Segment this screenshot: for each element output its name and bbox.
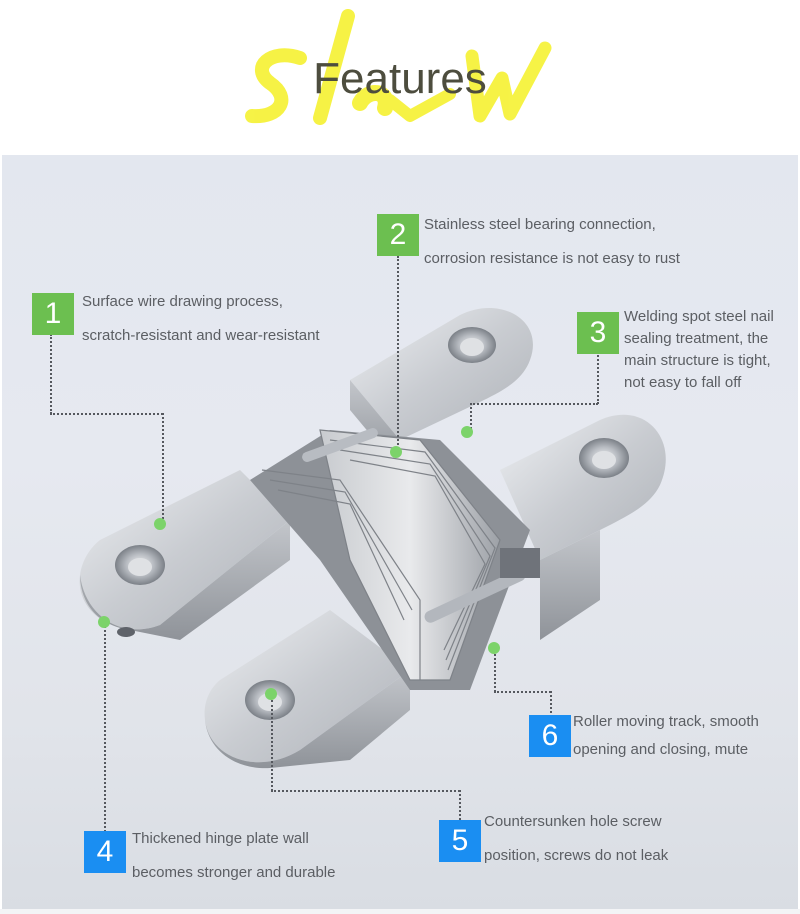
marker-dot-2 (390, 446, 402, 458)
feature-5-line-1: Countersunken hole screw (484, 813, 662, 830)
feature-2-line-2: corrosion resistance is not easy to rust (424, 250, 680, 267)
hinge-plate-bottom (204, 610, 410, 769)
leader-line-1 (162, 413, 164, 523)
feature-badge-5: 5 (439, 820, 481, 862)
leader-line-2 (397, 256, 399, 452)
feature-3-line-4: not easy to fall off (624, 374, 742, 391)
leader-line-5 (271, 790, 460, 792)
feature-description-3: Welding spot steel nail sealing treatmen… (624, 306, 774, 394)
leader-line-1 (50, 334, 52, 414)
leader-line-6 (494, 650, 496, 692)
header: Features (0, 0, 800, 155)
feature-description-1: Surface wire drawing process, scratch-re… (82, 285, 320, 353)
leader-line-5 (459, 790, 461, 820)
feature-3-line-3: main structure is tight, (624, 352, 771, 369)
marker-dot-1 (154, 518, 166, 530)
leader-line-5 (271, 700, 273, 791)
page-title: Features (313, 54, 487, 103)
feature-description-4: Thickened hinge plate wall becomes stron… (132, 822, 335, 890)
title-area: Features (240, 8, 560, 138)
hinge-plate-right (500, 414, 666, 640)
feature-3-line-1: Welding spot steel nail (624, 308, 774, 325)
marker-dot-6 (488, 642, 500, 654)
feature-2-line-1: Stainless steel bearing connection, (424, 216, 656, 233)
leader-line-6 (494, 691, 551, 693)
leader-line-3 (597, 352, 599, 404)
feature-4-line-1: Thickened hinge plate wall (132, 830, 309, 847)
feature-badge-1: 1 (32, 293, 74, 335)
feature-description-2: Stainless steel bearing connection, corr… (424, 208, 680, 276)
feature-badge-3: 3 (577, 312, 619, 354)
panel-bottom-strip (0, 909, 800, 914)
leader-line-6 (550, 691, 552, 713)
feature-badge-2: 2 (377, 214, 419, 256)
feature-6-line-2: opening and closing, mute (573, 741, 749, 758)
feature-3-line-2: sealing treatment, the (624, 330, 769, 347)
marker-dot-4 (98, 616, 110, 628)
leader-line-4 (104, 622, 106, 832)
hinge-plate-left (79, 470, 290, 640)
marker-dot-3 (461, 426, 473, 438)
hinge-link-stack (250, 428, 540, 690)
leader-line-1 (50, 413, 163, 415)
feature-badge-6: 6 (529, 715, 571, 757)
feature-6-line-1: Roller moving track, smooth (573, 713, 759, 730)
feature-description-5: Countersunken hole screw position, screw… (484, 805, 668, 873)
feature-description-6: Roller moving track, smooth opening and … (573, 708, 759, 764)
leader-line-3 (470, 403, 472, 433)
feature-4-line-2: becomes stronger and durable (132, 864, 336, 881)
marker-dot-5 (265, 688, 277, 700)
feature-badge-4: 4 (84, 831, 126, 873)
feature-1-line-1: Surface wire drawing process, (82, 293, 283, 310)
yellow-script-show-decoration (245, 9, 552, 125)
feature-5-line-2: position, screws do not leak (484, 847, 669, 864)
leader-line-3 (470, 403, 598, 405)
feature-1-line-2: scratch-resistant and wear-resistant (82, 327, 320, 344)
